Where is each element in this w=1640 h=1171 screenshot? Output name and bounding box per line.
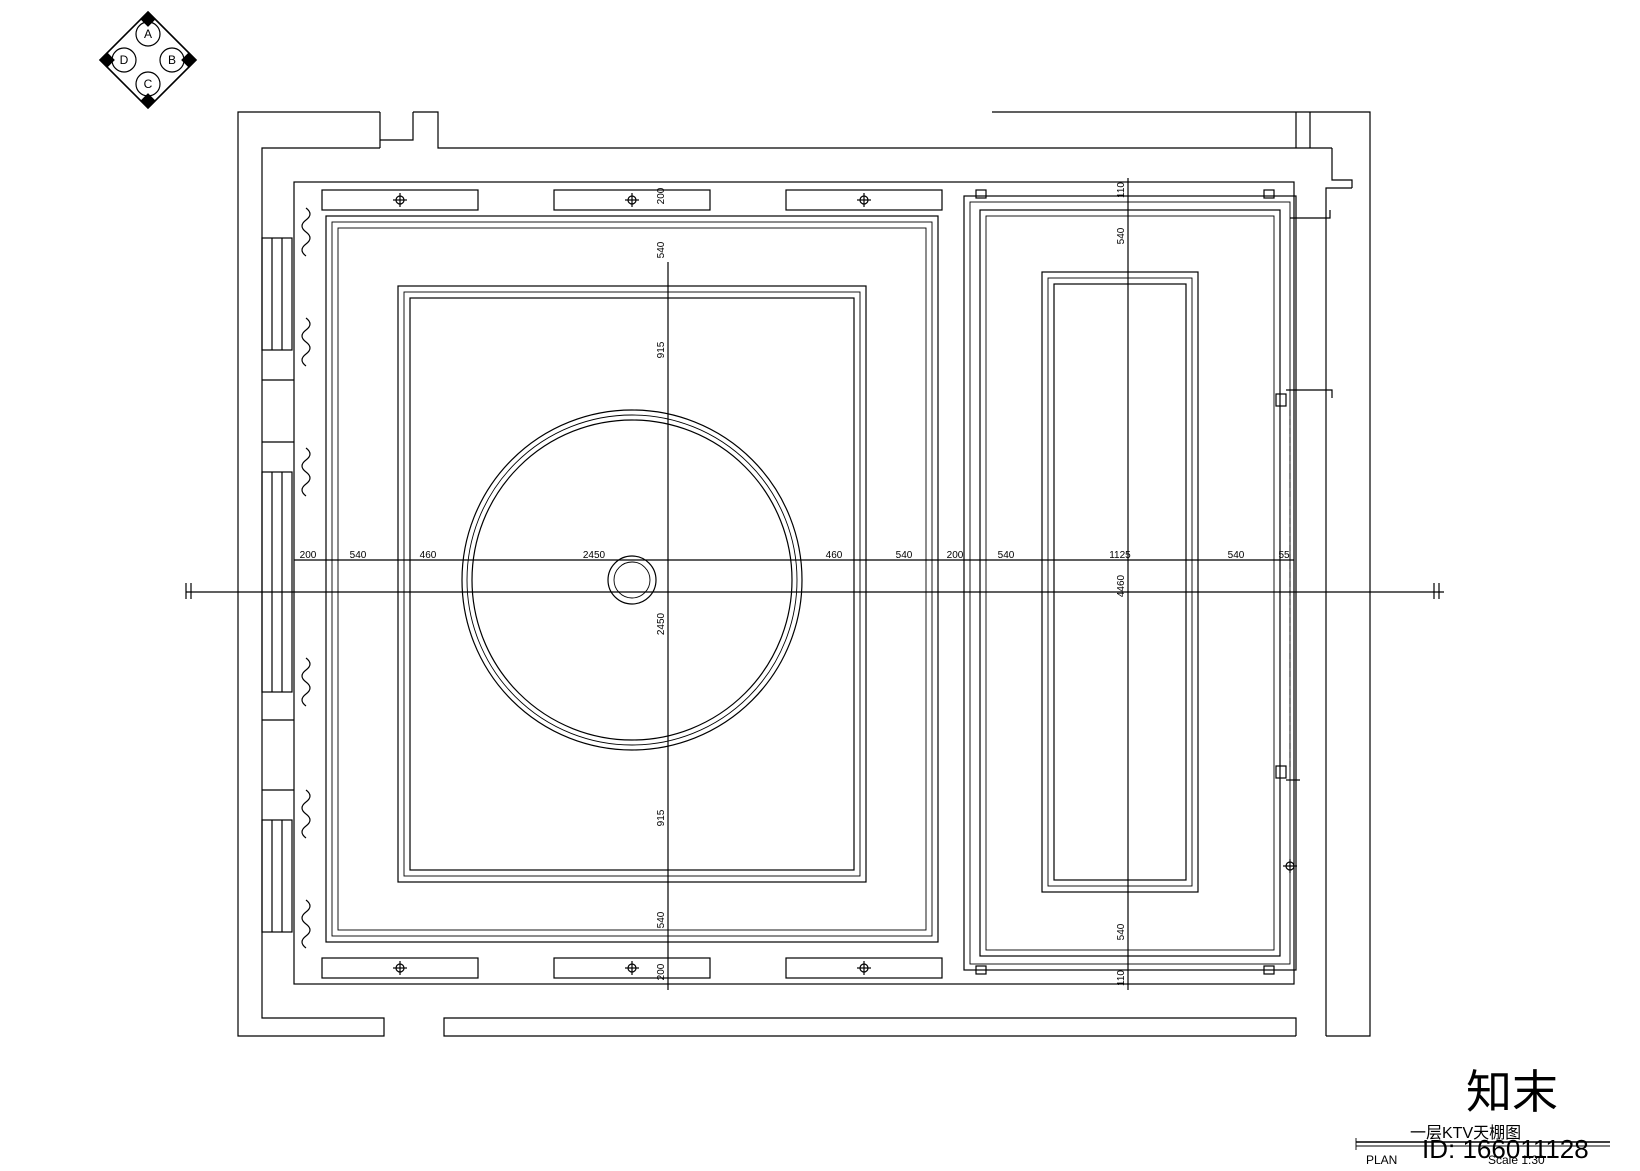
compass-label-a: A — [144, 27, 152, 41]
curtain-tracks — [301, 207, 311, 949]
dim-v-915-bottom: 915 — [656, 809, 667, 826]
dim-h-200-left: 200 — [300, 550, 317, 561]
downlight-icons — [393, 193, 1297, 975]
dim-h-1125: 1125 — [1109, 550, 1131, 561]
dim-v-915-top: 915 — [656, 341, 667, 358]
edge-light-panels — [321, 189, 943, 979]
right-ceiling-frames — [963, 195, 1297, 971]
horizontal-dimensions: 200 540 460 2450 460 540 200 540 1125 54… — [300, 550, 1290, 561]
wall-brackets — [975, 189, 1333, 975]
dim-v-540-bottom: 540 — [656, 911, 667, 928]
dim-v-540-right-bottom: 540 — [1116, 923, 1127, 940]
dim-h-540-left: 540 — [350, 550, 367, 561]
left-ceiling-frames — [325, 215, 939, 943]
dim-h-55: 55 — [1278, 550, 1290, 561]
vertical-dimensions-left: 200 540 915 2450 915 540 200 — [656, 187, 667, 980]
dim-v-540-top: 540 — [656, 241, 667, 258]
dim-v-110-top: 110 — [1116, 182, 1127, 198]
scale-label: Scale 1:30 — [1488, 1153, 1545, 1167]
outer-walls — [237, 111, 1371, 1037]
ceiling-boundary — [293, 181, 1295, 985]
dim-h-200-mid: 200 — [947, 550, 964, 561]
vertical-dimensions-right: 110 540 4460 540 110 — [1116, 182, 1127, 986]
dim-v-200-bottom: 200 — [656, 963, 667, 980]
drawing-title: 一层KTV天棚图 — [1410, 1124, 1521, 1142]
compass-label-b: B — [168, 53, 176, 67]
watermark-id: ID: 166011128 — [1422, 1134, 1589, 1164]
center-axes — [185, 178, 1444, 990]
compass-label-d: D — [120, 53, 129, 67]
watermark-logo: 知末 — [1466, 1066, 1558, 1118]
compass-label-c: C — [144, 77, 153, 91]
compass-marker: A B C D — [98, 10, 198, 110]
dim-v-110-bottom: 110 — [1116, 970, 1127, 986]
dim-h-540-mid: 540 — [896, 550, 913, 561]
dim-h-460-right: 460 — [826, 550, 843, 561]
dim-h-2450: 2450 — [583, 550, 606, 561]
dim-h-540-far-right: 540 — [1228, 550, 1245, 561]
dim-v-200-top: 200 — [656, 187, 667, 204]
circular-dome — [461, 409, 803, 751]
left-window-frames — [261, 237, 294, 933]
watermark: 知末 ID: 166011128 — [1422, 1066, 1589, 1164]
plan-label: PLAN — [1366, 1153, 1397, 1167]
dim-v-540-right-top: 540 — [1116, 227, 1127, 244]
dim-v-2450: 2450 — [656, 612, 667, 635]
dim-v-4460: 4460 — [1116, 574, 1127, 597]
dim-h-460-left: 460 — [420, 550, 437, 561]
dim-h-540-right-zone: 540 — [998, 550, 1015, 561]
title-block: 一层KTV天棚图 PLAN Scale 1:30 — [1355, 1124, 1610, 1167]
